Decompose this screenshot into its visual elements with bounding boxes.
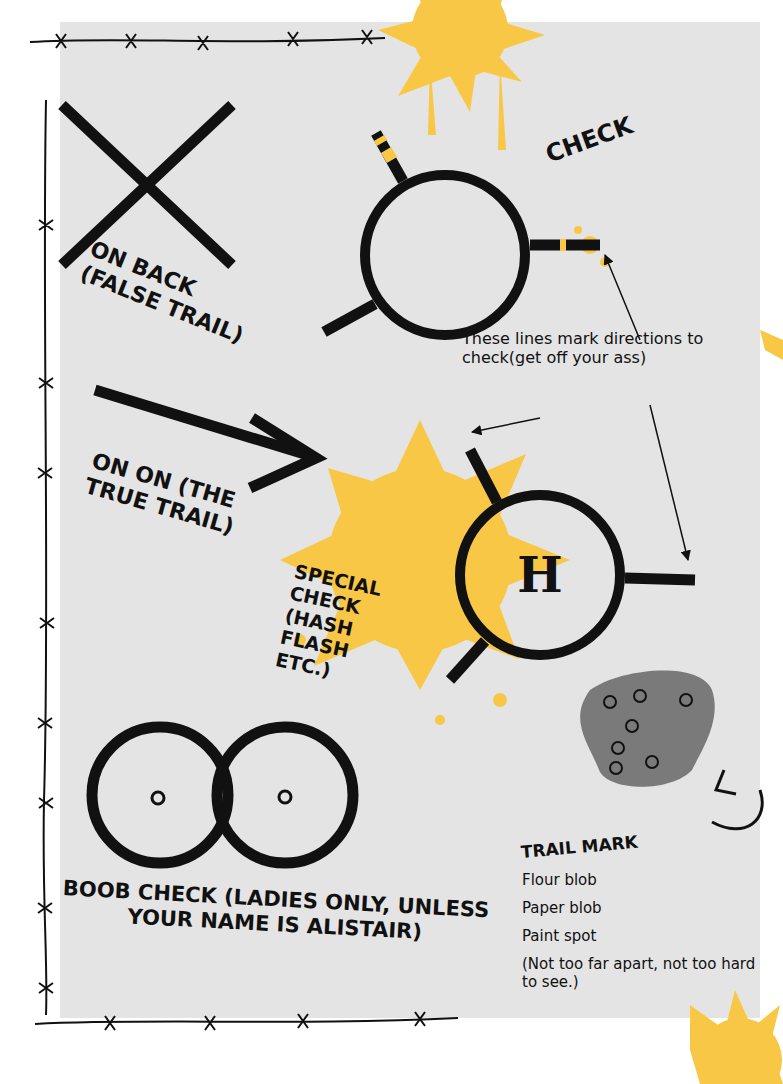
wire-line [35,1018,458,1024]
circle-outline [360,170,530,340]
boob-circle [217,727,353,863]
trail-mark-blob [580,670,715,786]
leader-arrows [472,255,688,560]
check-circle: CHECK [360,170,530,340]
note-text: Paper blob [522,900,722,918]
nipple-circle [152,792,164,804]
wire-line [30,38,385,42]
check-direction-line [470,450,497,502]
paint-drip [498,60,506,150]
note-text: Flour blob [522,872,722,890]
hook-arrow-line [712,790,762,829]
blob-spot [680,694,692,706]
check-direction-line [625,578,695,580]
wire-barbs [56,30,372,50]
paint-drop [493,693,507,707]
leader-arrow [605,255,640,340]
note-text: (Not too far apart, not too hard to see.… [522,956,762,991]
hook-arrow-head [716,770,736,794]
on-back-cross [62,105,232,265]
leader-arrow [650,405,688,560]
paint-gap [379,138,392,160]
check-direction-line [450,641,485,680]
wire-barbs [38,220,54,993]
node-heading: SPECIAL CHECK (HASH FLASH ETC.) [274,560,410,693]
paint-splat [760,330,783,360]
blob-spot [646,756,658,768]
hook-arrow [712,770,762,829]
wire-line [44,100,47,1015]
note-text: Paint spot [522,928,722,946]
boob-circle [92,727,228,863]
circle-outline [365,175,525,335]
node-symbol: H [455,490,625,660]
paint-drop [574,226,582,234]
check-direction-line [376,133,403,181]
paint-gap [560,239,566,251]
on-on-arrow-shaft [95,390,308,455]
blob-spot [610,762,622,774]
paint-drip [428,60,436,135]
on-on-arrow-head [250,418,316,488]
nipple-circle [279,791,291,803]
nipples [152,791,291,804]
blob-spots [604,690,692,774]
paint-drop [435,715,445,725]
check-direction-line [324,304,375,332]
leader-arrow [472,418,540,432]
paint-splat [378,0,545,112]
check-direction-line [530,240,600,251]
blob-spot [634,690,646,702]
paint-overlay [379,138,566,245]
wire-barbs [105,1012,425,1030]
blob-spot [604,696,616,708]
note-text: These lines mark directions to check(get… [462,330,752,368]
special-check-circle: HSPECIAL CHECK (HASH FLASH ETC.) [455,490,625,660]
blob-spot [626,720,638,732]
paint-splat [690,990,783,1084]
grey-panel [60,22,760,1018]
blob-spot [612,742,624,754]
